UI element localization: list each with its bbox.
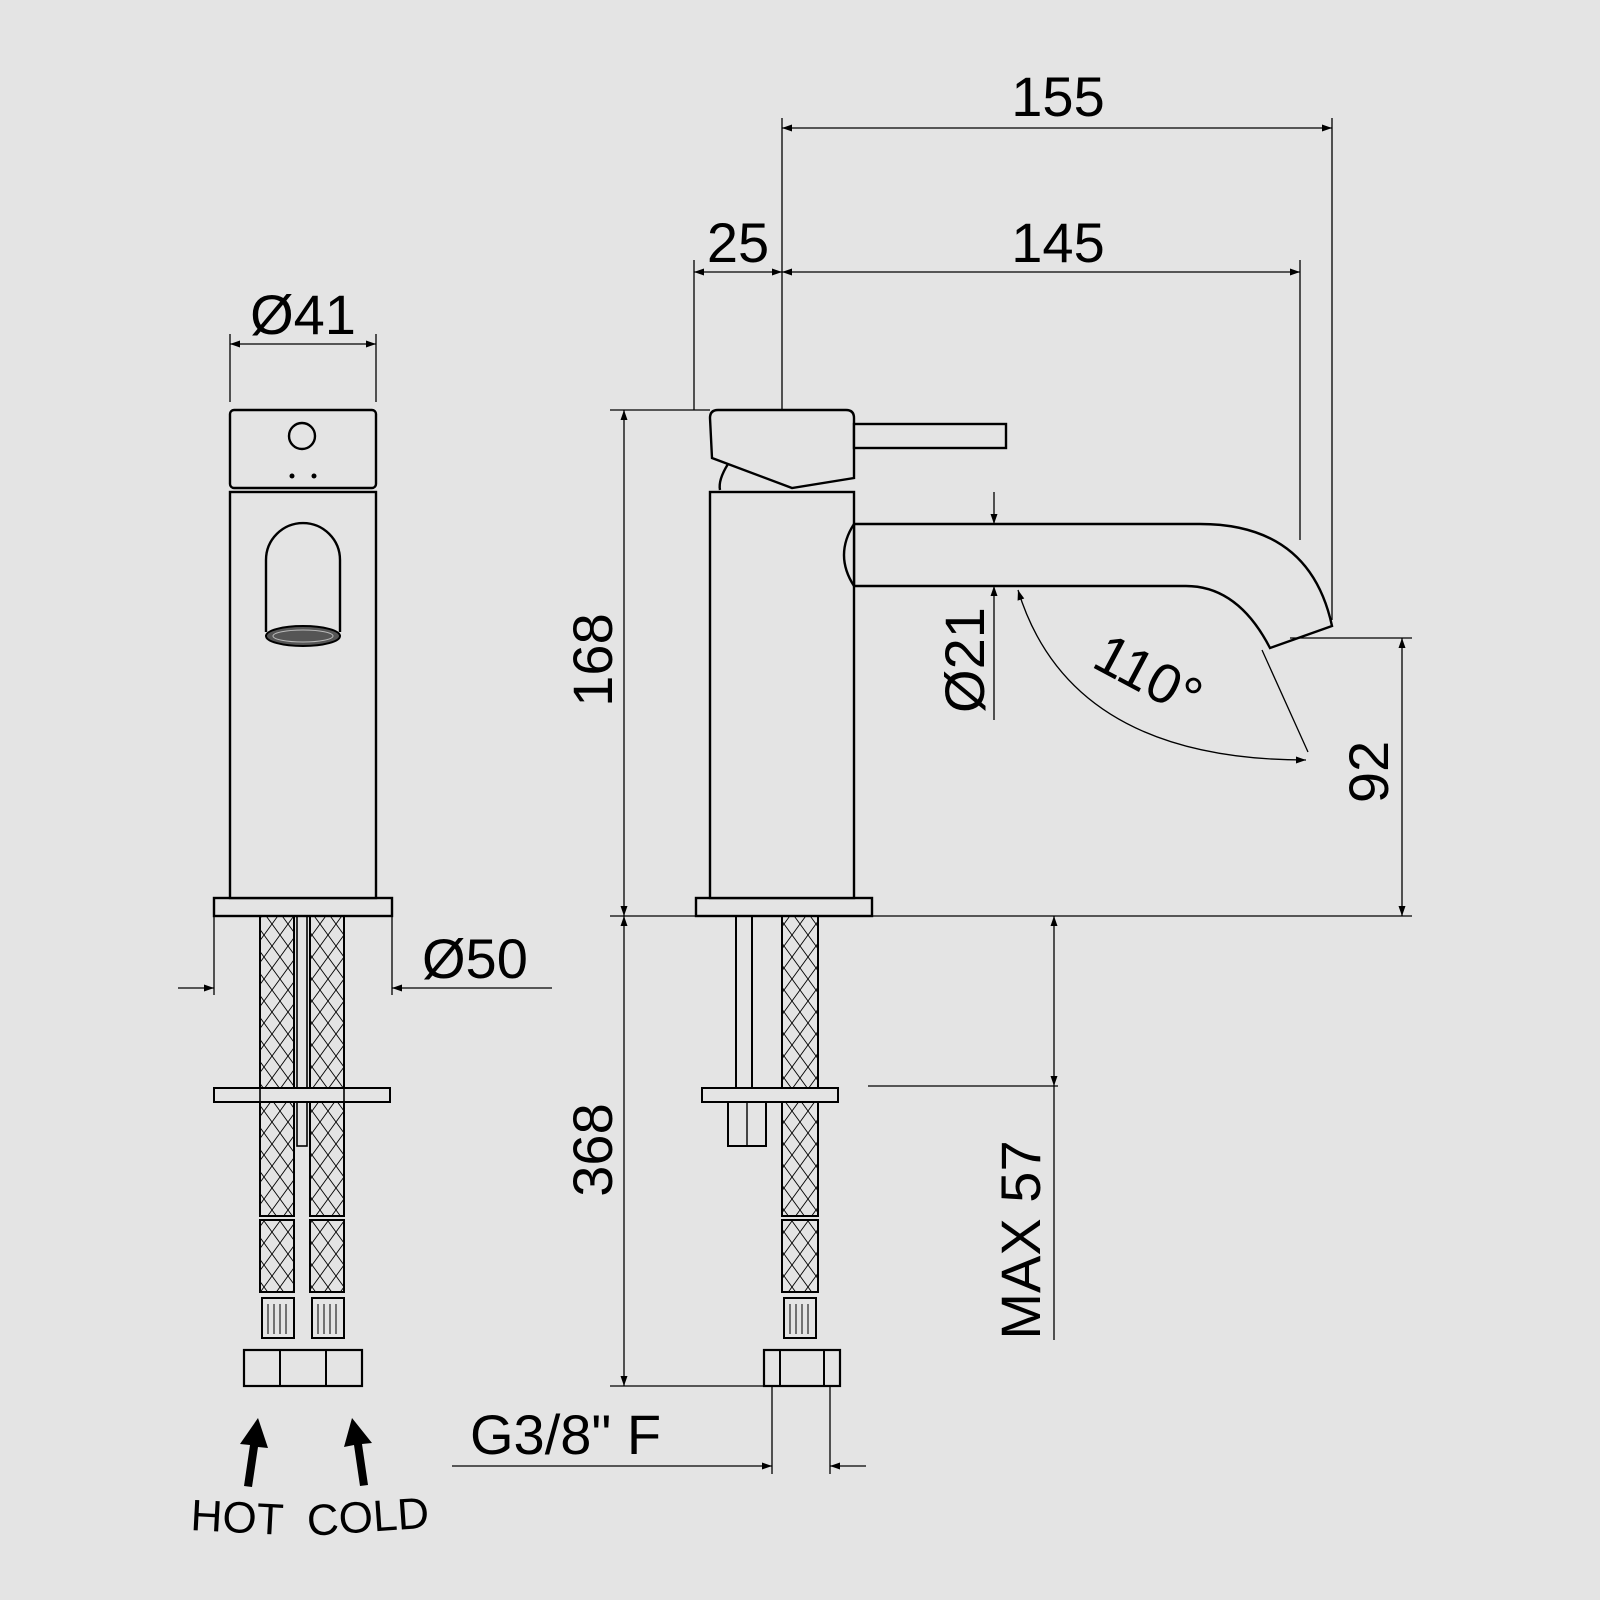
front-body (228, 490, 378, 900)
max-deck-thickness-label: MAX 57 (989, 1140, 1052, 1339)
spout-diameter-label: Ø21 (933, 607, 996, 713)
dimension-hose-length: 368 (561, 916, 764, 1387)
base-diameter-label: Ø50 (422, 927, 528, 990)
dimension-handle-and-spout: 25 145 (693, 211, 1301, 540)
hot-arrow-icon (240, 1418, 268, 1487)
body-diameter-label: Ø41 (250, 283, 356, 346)
side-base-flange (694, 896, 874, 918)
dimension-base-diameter: Ø50 (178, 916, 552, 995)
dimension-body-height: 168 (561, 409, 1412, 917)
thread-connection-label: G3/8" F (470, 1403, 661, 1466)
dimension-overall-reach: 155 (781, 65, 1333, 620)
side-lever-handle (852, 422, 1008, 450)
side-lever-cap (708, 408, 856, 490)
side-spout (852, 522, 1334, 650)
spout-reach-label: 145 (1011, 211, 1104, 274)
dimension-spout-clearance: 92 (1290, 637, 1412, 916)
hose-length-label: 368 (561, 1103, 624, 1196)
cold-label: COLD (305, 1489, 430, 1546)
cold-arrow-icon (344, 1418, 372, 1486)
dimension-spout-diameter: Ø21 (933, 492, 998, 720)
dimension-body-diameter: Ø41 (229, 283, 377, 402)
front-base-flange (212, 896, 394, 918)
rotation-angle-label: 110° (1084, 621, 1212, 729)
front-view (212, 408, 394, 1388)
hot-label: HOT (189, 1491, 284, 1545)
side-body (708, 490, 856, 900)
side-hose (701, 915, 842, 1388)
spout-clearance-label: 92 (1337, 741, 1400, 803)
front-spout-outlet (264, 521, 342, 632)
overall-reach-label: 155 (1011, 65, 1104, 128)
front-hoses (213, 915, 391, 1388)
side-view (694, 408, 1334, 1388)
body-height-label: 168 (561, 613, 624, 706)
dimension-max-deck-thickness: MAX 57 (868, 916, 1058, 1340)
dimension-thread-connection: G3/8" F (452, 1386, 866, 1474)
hot-cold-indicator: HOT COLD (189, 1418, 431, 1546)
handle-offset-label: 25 (707, 211, 769, 274)
